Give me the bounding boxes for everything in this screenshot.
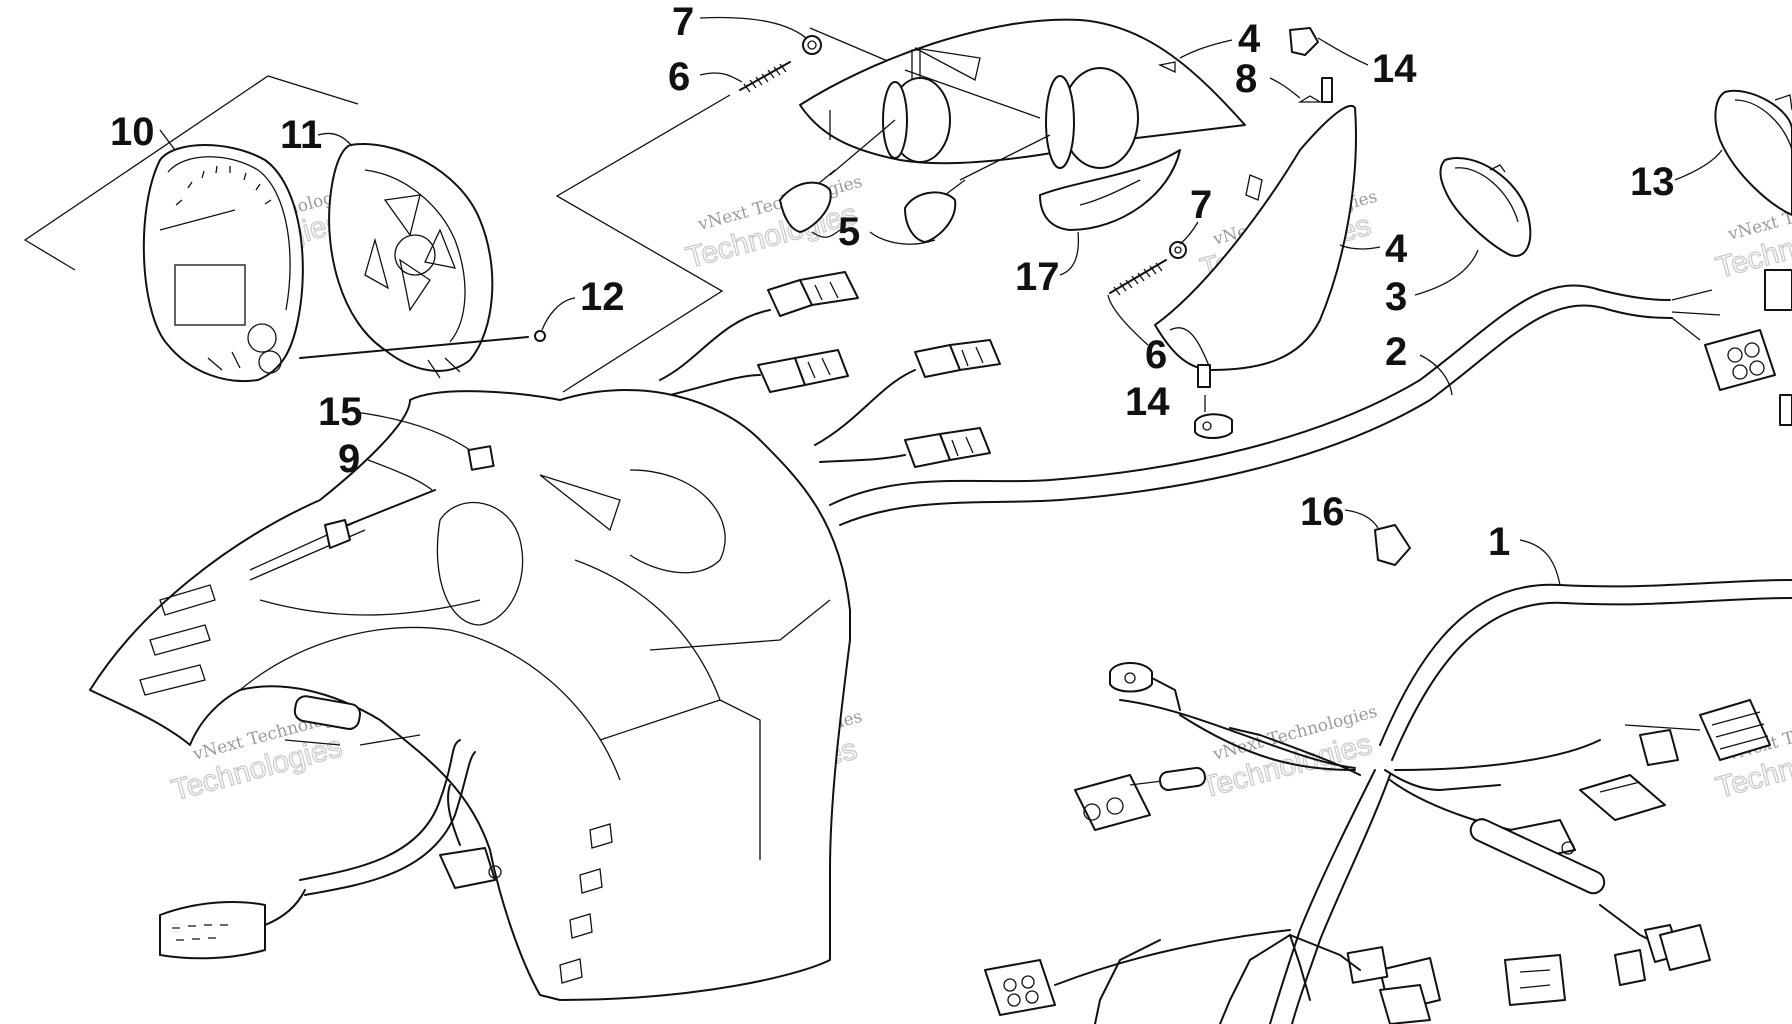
- callout-17: 17: [1015, 255, 1060, 299]
- bolt: [324, 489, 436, 549]
- callout-7-lower: 7: [1190, 183, 1212, 227]
- headlight-housing-lower: [1154, 105, 1357, 371]
- group-bracket-6-7: [555, 27, 891, 393]
- callout-8: 8: [1235, 57, 1257, 101]
- group-bracket-10-11: [23, 75, 359, 271]
- callout-1: 1: [1488, 520, 1510, 564]
- multi-pin-connector-right: [1704, 329, 1776, 391]
- adjuster-spring: [739, 61, 791, 93]
- callout-3: 3: [1385, 275, 1407, 319]
- small-plug: [1614, 949, 1646, 986]
- square-connector: [1504, 954, 1566, 1006]
- headlight-housing-upper: [799, 18, 1246, 165]
- callout-16: 16: [1300, 490, 1345, 534]
- round-pin-connector: [1074, 766, 1206, 831]
- vent-slots: [139, 584, 216, 696]
- callout-6-top: 6: [668, 55, 690, 99]
- gauge-opening: [436, 501, 524, 626]
- twin-connector: [1379, 984, 1431, 1024]
- headlight-bulb-right: [959, 67, 1139, 181]
- callout-9: 9: [338, 437, 360, 481]
- dash-harness: [159, 695, 502, 960]
- ring-terminal: [1109, 662, 1181, 711]
- headlight-lens: [1039, 149, 1181, 231]
- callout-7-top: 7: [672, 0, 694, 44]
- instrument-cluster: [142, 144, 304, 382]
- screw: [299, 330, 546, 359]
- blade-connector-1: [1579, 774, 1666, 821]
- retainer-clip: [467, 445, 495, 471]
- main-harness-1: [1119, 579, 1792, 1024]
- callout-2: 2: [1385, 330, 1407, 374]
- dash-nacelle: [89, 389, 851, 1001]
- connector-pair-4: [819, 427, 991, 468]
- harness-clip: [1374, 524, 1411, 566]
- four-pin-connector: [984, 929, 1291, 1016]
- gauge-needle: [159, 209, 236, 231]
- gauge-ticks: [175, 165, 272, 206]
- watermark: Technologies vNext Technologies: [1197, 702, 1379, 806]
- callout-14-top: 14: [1372, 47, 1417, 91]
- cluster-knob: [247, 323, 277, 353]
- harness-cable-2: [829, 284, 1721, 526]
- callout-12: 12: [580, 275, 625, 319]
- mounting-tab-top: [1289, 27, 1333, 103]
- callout-4-upper: 4: [1238, 17, 1261, 61]
- inline-fuse: [1469, 818, 1711, 971]
- callout-6-lower: 6: [1145, 333, 1167, 377]
- connector-pair-2: [669, 349, 849, 396]
- clamp-band: [1439, 157, 1532, 257]
- adjuster-nut-lower: [1169, 241, 1187, 259]
- callout-14-lower: 14: [1125, 380, 1170, 424]
- side-vents: [559, 823, 613, 984]
- bulb-socket: [904, 179, 966, 243]
- adjuster-nut: [802, 35, 822, 55]
- connector-pair-3: [814, 339, 1001, 446]
- mounting-tab-lower: [1194, 364, 1233, 439]
- lower-wires: [1094, 934, 1361, 1024]
- connector-pins: [172, 924, 228, 941]
- wire-clip: [1297, 95, 1323, 103]
- connector-stub: [1764, 269, 1792, 426]
- bulb-socket: [779, 169, 836, 233]
- callout-11: 11: [280, 113, 322, 157]
- adjuster-spring-lower: [1109, 259, 1167, 296]
- headlight-bulb-left: [829, 77, 951, 176]
- connector-pair-1: [659, 271, 859, 381]
- callout-4-lower: 4: [1385, 227, 1408, 271]
- lcd-display: [174, 264, 246, 326]
- callout-10: 10: [110, 110, 155, 154]
- cluster-back-cover: [328, 143, 494, 379]
- callout-5: 5: [838, 210, 860, 254]
- clamp-band-large: [1714, 89, 1792, 216]
- callout-13: 13: [1630, 160, 1675, 204]
- multi-pin-connector: [1624, 699, 1771, 766]
